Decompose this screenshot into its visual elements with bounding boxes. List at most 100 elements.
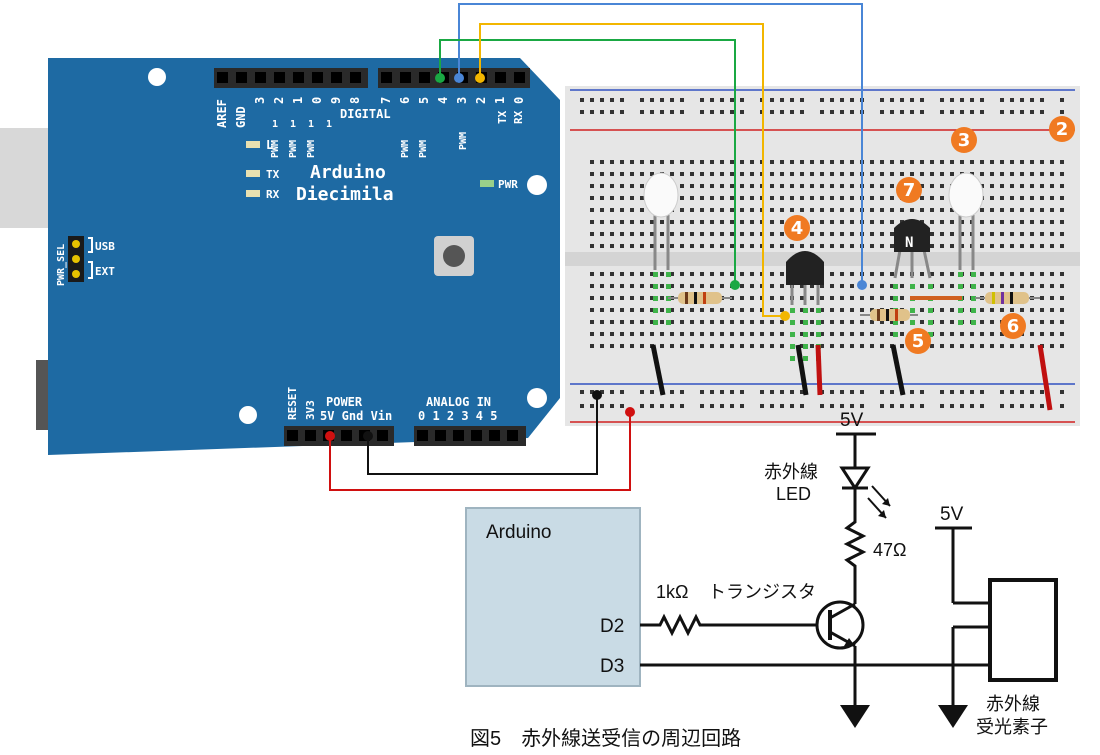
resistor-47-symbol (843, 488, 867, 604)
pin-d3-label: D3 (600, 656, 624, 677)
svg-text:3: 3 (958, 130, 971, 151)
resistor-1 (668, 292, 732, 304)
header-pin-label: 2 (474, 97, 488, 104)
resistor-5 (860, 309, 918, 321)
pwm-label-9: PWM (306, 140, 317, 158)
wire-yellow (479, 23, 785, 317)
header-pin-label: 0 (512, 97, 526, 104)
receiver-label-line2: 受光素子 (976, 717, 1048, 737)
led-rx (246, 190, 260, 197)
pwr-sel-label: PWR_SEL (56, 244, 67, 286)
digital-header-left (214, 68, 368, 88)
mount-hole (527, 175, 547, 195)
ir-led-label-line2: LED (776, 484, 811, 504)
left-sub-4: 1 (326, 119, 332, 130)
led-tx-label: TX (266, 168, 280, 181)
ir-receiver-symbol (988, 578, 1058, 682)
header-pin-label: 3 (253, 97, 267, 104)
arduino-board (48, 58, 560, 455)
digital-label: DIGITAL (340, 107, 391, 121)
header-pin-label: 2 (272, 97, 286, 104)
ground-icon (840, 705, 870, 728)
transistor-mark: N (905, 235, 913, 251)
header-pin-label: 1 (291, 97, 305, 104)
header-pin-label: 1 (493, 97, 507, 104)
resistor-6 (975, 292, 1040, 304)
analog-pins-label: 0 1 2 3 4 5 (418, 409, 497, 423)
power-label: POWER (326, 395, 363, 409)
schematic-box-label: Arduino (486, 522, 552, 543)
board-name-line1: Arduino (310, 162, 386, 183)
ground-icon (938, 705, 968, 728)
marker-7: 7 (896, 177, 922, 203)
breadboard-center-gap (565, 252, 1080, 266)
ir-led-2 (948, 172, 984, 270)
marker-6: 6 (1000, 313, 1026, 339)
svg-text:6: 6 (1007, 316, 1020, 337)
header-pin-label: GND (234, 106, 248, 128)
breadboard-wire-black (795, 344, 809, 396)
header-pin-label: 0 (310, 97, 324, 104)
led-l (246, 141, 260, 148)
transistor-symbol (815, 600, 865, 650)
pwr-led (480, 180, 494, 187)
marker-5: 5 (905, 328, 931, 354)
left-sub-1: 1 (272, 119, 278, 130)
receiver-label-line1: 赤外線 (986, 694, 1040, 714)
ir-receiver (786, 251, 824, 305)
pwm-label-5: PWM (418, 140, 429, 158)
led-rx-label: RX (266, 188, 280, 201)
ir-led-label-line1: 赤外線 (764, 462, 818, 482)
header-pin-label: 3 (455, 97, 469, 104)
marker-4: 4 (784, 215, 810, 241)
led-tx (246, 170, 260, 177)
pwm-label-3: PWM (458, 132, 469, 150)
mount-hole (148, 68, 166, 86)
receiver-5v-label: 5V (940, 504, 964, 525)
header-pin-label: 8 (348, 97, 362, 104)
left-sub-2: 1 (290, 119, 296, 130)
header-pin-label: 4 (436, 97, 450, 104)
figure-caption: 図5 赤外線送受信の周辺回路 (470, 727, 741, 750)
svg-text:4: 4 (791, 218, 804, 239)
board-name-line2: Diecimila (296, 184, 394, 205)
svg-text:7: 7 (903, 180, 916, 201)
header-pin-label: 6 (398, 97, 412, 104)
pwr-led-label: PWR (498, 178, 518, 191)
wire-black (367, 395, 598, 475)
marker-2: 2 (1049, 116, 1075, 142)
d2-line-with-resistor (640, 613, 822, 637)
svg-text:2: 2 (1056, 119, 1069, 140)
ir-led-1 (643, 172, 679, 270)
tx-pin-label: TX (496, 110, 509, 124)
mount-hole (239, 406, 257, 424)
resistor-1k-label: 1kΩ (656, 582, 688, 602)
arduino-schematic-box (465, 507, 641, 687)
pwm-label-6: PWM (400, 140, 411, 158)
ext-label: EXT (95, 265, 115, 278)
header-pin-label: AREF (215, 99, 229, 128)
reset-button-cap (443, 245, 465, 267)
transistor: N (893, 219, 932, 279)
reset-pin-label: RESET (286, 387, 299, 420)
pin-d2-label: D2 (600, 616, 624, 637)
ir-led-symbol (839, 466, 871, 491)
marker-3: 3 (951, 127, 977, 153)
breadboard-wire-red (1037, 344, 1053, 411)
breadboard-wire-black (650, 344, 666, 396)
resistor-47-label: 47Ω (873, 540, 906, 560)
svg-text:5: 5 (912, 331, 925, 352)
wire-red (329, 412, 631, 491)
wire-green (439, 39, 736, 285)
pwm-label-11: PWM (270, 140, 281, 158)
led-5v-label: 5V (840, 410, 864, 431)
analog-in-label: ANALOG IN (426, 395, 491, 409)
transistor-label: トランジスタ (708, 582, 816, 602)
breadboard-wire-black (890, 344, 906, 396)
led-l-label: L (266, 138, 273, 152)
header-pin-label: 7 (379, 97, 393, 104)
mount-hole (527, 388, 547, 408)
breadboard-wire-red (815, 344, 823, 396)
